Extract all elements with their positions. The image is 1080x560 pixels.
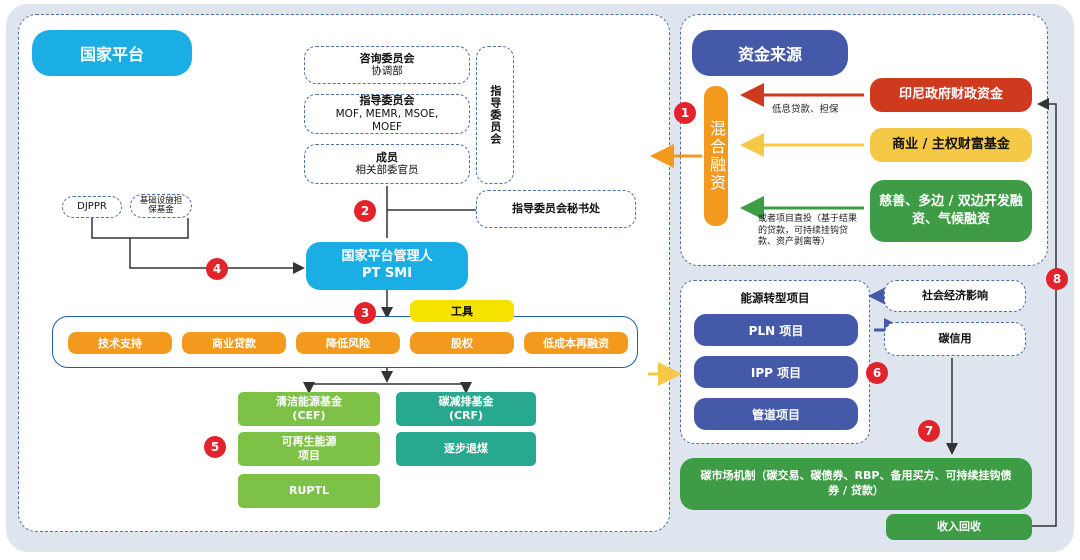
step-marker-1: 1 bbox=[674, 102, 696, 124]
carbon-market-box: 碳市场机制（碳交易、碳债券、RBP、备用买方、可持续挂钩债券 / 贷款） bbox=[680, 458, 1032, 510]
secretariat-box: 指导委员会秘书处 bbox=[476, 190, 636, 228]
advisory-committee-sub: 协调部 bbox=[371, 65, 403, 78]
ruptl-label: RUPTL bbox=[289, 483, 329, 497]
project-pipeline: 管道项目 bbox=[694, 398, 858, 430]
coal-phaseout-label: 逐步退煤 bbox=[444, 441, 488, 455]
cef-line1: 清洁能源基金 bbox=[276, 394, 342, 408]
step-marker-4: 4 bbox=[206, 258, 228, 280]
mixed-finance-label: 混合融资 bbox=[707, 120, 726, 192]
secretariat-label: 指导委员会秘书处 bbox=[512, 202, 600, 216]
coal-phaseout-box: 逐步退煤 bbox=[396, 432, 536, 466]
step-marker-8: 8 bbox=[1046, 268, 1068, 290]
tool-low-cost-refinancing: 低成本再融资 bbox=[524, 332, 628, 354]
funding-note-top: 低息贷款、担保 bbox=[772, 104, 839, 115]
platform-manager-line1: 国家平台管理人 bbox=[341, 249, 433, 265]
mixed-finance-pill: 混合融资 bbox=[704, 86, 728, 226]
steering-committee-box: 指导委员会 MOF, MEMR, MSOE, MOEF bbox=[304, 94, 470, 134]
tool-commercial-loans: 商业贷款 bbox=[182, 332, 286, 354]
step-marker-6: 6 bbox=[866, 362, 888, 384]
step-marker-5: 5 bbox=[204, 436, 226, 458]
djppr-box: DJPPR bbox=[62, 196, 122, 218]
ruptl-box: RUPTL bbox=[238, 474, 380, 508]
project-ipp: IPP 项目 bbox=[694, 356, 858, 388]
funding-note-bottom: 或者项目直投（基于结果的贷款，可持续挂钩贷款、资产剥离等） bbox=[758, 214, 858, 248]
carbon-credit-box: 碳信用 bbox=[884, 322, 1026, 356]
project-pln: PLN 项目 bbox=[694, 314, 858, 346]
step-marker-7: 7 bbox=[918, 420, 940, 442]
djppr-label: DJPPR bbox=[77, 200, 107, 212]
crf-line2: (CRF) bbox=[448, 409, 484, 422]
renewable-line1: 可再生能源 bbox=[281, 434, 337, 448]
carbon-credit-label: 碳信用 bbox=[938, 332, 972, 346]
tools-label: 工具 bbox=[410, 300, 514, 322]
advisory-committee-box: 咨询委员会 协调部 bbox=[304, 46, 470, 84]
revenue-recovery-box: 收入回收 bbox=[886, 514, 1032, 540]
steering-committee-name: 指导委员会 bbox=[359, 94, 415, 107]
cef-line2: (CEF) bbox=[292, 409, 326, 422]
members-name: 成员 bbox=[376, 150, 398, 164]
advisory-committee-name: 咨询委员会 bbox=[359, 51, 415, 65]
funding-source-commercial: 商业 / 主权财富基金 bbox=[870, 128, 1032, 162]
guarantee-fund-label: 基础设施担保基金 bbox=[139, 195, 183, 215]
social-economic-impact-label: 社会经济影响 bbox=[922, 289, 988, 303]
members-sub: 相关部委官员 bbox=[355, 164, 419, 177]
tool-equity: 股权 bbox=[410, 332, 514, 354]
step-marker-3: 3 bbox=[354, 302, 376, 324]
funding-source-philanthropy: 慈善、多边 / 双边开发融资、气候融资 bbox=[870, 180, 1032, 242]
tool-technical-support: 技术支持 bbox=[68, 332, 172, 354]
cef-box: 清洁能源基金 (CEF) bbox=[238, 392, 380, 426]
social-economic-impact-box: 社会经济影响 bbox=[884, 280, 1026, 312]
platform-manager-box: 国家平台管理人 PT SMI bbox=[306, 242, 468, 290]
crf-line1: 碳减排基金 bbox=[438, 394, 494, 408]
step-marker-2: 2 bbox=[354, 200, 376, 222]
steering-committee-vertical-label: 指导委员会 bbox=[488, 85, 502, 145]
guarantee-fund-box: 基础设施担保基金 bbox=[130, 194, 192, 218]
steering-committee-vertical: 指导委员会 bbox=[476, 46, 514, 184]
members-box: 成员 相关部委官员 bbox=[304, 144, 470, 184]
energy-projects-title: 能源转型项目 bbox=[740, 291, 810, 305]
platform-manager-line2: PT SMI bbox=[361, 266, 413, 281]
national-platform-title: 国家平台 bbox=[32, 30, 192, 76]
crf-box: 碳减排基金 (CRF) bbox=[396, 392, 536, 426]
tool-risk-reduction: 降低风险 bbox=[296, 332, 400, 354]
funding-source-government: 印尼政府财政资金 bbox=[870, 78, 1032, 112]
renewable-projects-box: 可再生能源 项目 bbox=[238, 432, 380, 466]
steering-committee-sub: MOF, MEMR, MSOE, MOEF bbox=[335, 107, 439, 133]
funding-sources-title: 资金来源 bbox=[692, 30, 848, 76]
renewable-line2: 项目 bbox=[298, 449, 320, 462]
